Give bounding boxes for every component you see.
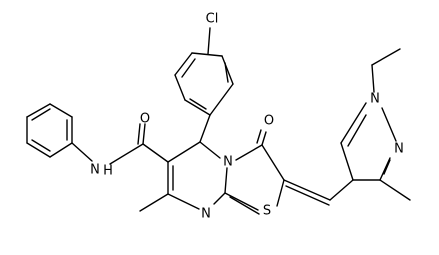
pyrimidine-nitrogen-label: N — [201, 207, 211, 222]
thiazole-ring — [224, 129, 285, 215]
phenyl-ring-left — [26, 103, 73, 158]
chlorine-atom-label: Cl — [206, 12, 219, 27]
pyrazole-n1-label: N — [370, 92, 380, 107]
amide-hydrogen-label: H — [103, 164, 113, 179]
pyrazole-n2-label: N — [394, 142, 404, 157]
exocyclic-double-bond — [283, 179, 354, 206]
pyrimidine-ring — [139, 141, 228, 212]
amide-nitrogen-label: N — [90, 163, 100, 178]
sulfur-atom-label: S — [263, 204, 271, 219]
carbonyl-oxygen-label: O — [264, 114, 274, 129]
ring-nitrogen-label: N — [223, 155, 233, 170]
pyrazole-ring — [340, 48, 411, 201]
amide-group — [71, 123, 169, 165]
chlorophenyl-ring — [174, 27, 234, 143]
amide-oxygen-label: O — [140, 112, 150, 127]
